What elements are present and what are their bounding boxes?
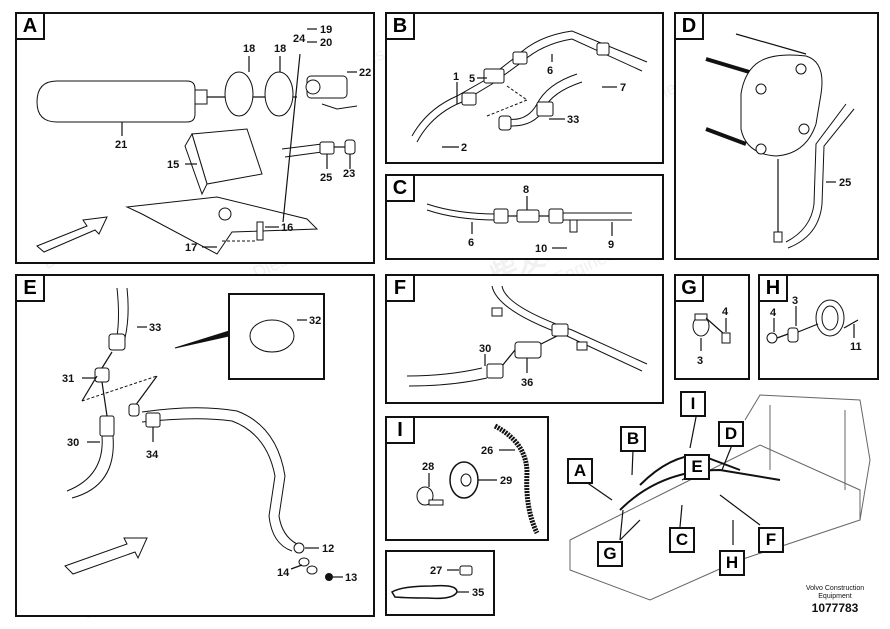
callout-25: 25	[839, 177, 851, 189]
panel-i-drawing: 28 26 29	[416, 423, 540, 535]
panel-h-drawing: 4 3 11	[766, 295, 862, 353]
panel-h: H 4 3 11	[758, 274, 879, 380]
callout-6: 6	[547, 65, 553, 77]
callout-4: 4	[770, 307, 777, 319]
panel-label: G	[676, 276, 704, 302]
callout-3: 3	[697, 355, 703, 367]
callout-15: 15	[167, 159, 179, 171]
overview-marker-b: B	[620, 426, 646, 452]
panel-label: A	[17, 14, 45, 40]
panel-kit-drawing: 27 35	[390, 565, 484, 600]
callout-32: 32	[309, 315, 321, 327]
panel-e-drawing: 33 32 31 30 34 12 14 13	[62, 287, 357, 584]
overview-marker-e: E	[684, 454, 710, 480]
overview-marker-d: D	[718, 421, 744, 447]
callout-22: 22	[359, 67, 371, 79]
panel-label: H	[760, 276, 788, 302]
overview-marker-h: H	[719, 550, 745, 576]
callout-35: 35	[472, 587, 484, 599]
panel-g: G 4 3	[674, 274, 750, 380]
panel-label: C	[387, 176, 415, 202]
callout-33: 33	[149, 322, 161, 334]
callout-10: 10	[535, 243, 547, 255]
panel-label: I	[387, 418, 415, 444]
callout-14: 14	[277, 567, 290, 579]
panel-a-drawing: 21 18 18 24 19 20 22 15 25 23 16 17	[36, 24, 371, 255]
callout-2: 2	[461, 142, 467, 154]
callout-33: 33	[567, 114, 579, 126]
panel-c-drawing: 8 6 10 9	[426, 184, 632, 255]
panel-g-drawing: 4 3	[692, 306, 731, 367]
callout-1: 1	[453, 71, 459, 83]
panel-b: B 1 5 6 7 33 2	[385, 12, 664, 164]
panel-kit: 27 35	[385, 550, 495, 616]
panel-i: I 28 26 29	[385, 416, 549, 541]
panel-e: E 33 32 31	[15, 274, 375, 617]
callout-11: 11	[850, 341, 862, 353]
callout-16: 16	[281, 222, 293, 234]
panel-label: F	[387, 276, 415, 302]
callout-20: 20	[320, 37, 332, 49]
callout-30: 30	[479, 343, 491, 355]
panel-d-drawing: 25	[705, 33, 855, 249]
callout-13: 13	[345, 572, 357, 584]
credit-line2: Equipment	[818, 593, 852, 600]
overview-marker-i: I	[680, 391, 706, 417]
callout-5: 5	[469, 73, 475, 85]
overview-marker-a: A	[567, 458, 593, 484]
callout-6: 6	[468, 237, 474, 249]
panel-label: E	[17, 276, 45, 302]
overview-marker-c: C	[669, 527, 695, 553]
panel-f-drawing: 30 36	[406, 285, 648, 389]
callout-24: 24	[293, 33, 306, 45]
panel-b-drawing: 1 5 6 7 33 2	[411, 30, 648, 154]
panel-label: D	[676, 14, 704, 40]
callout-7: 7	[620, 82, 626, 94]
callout-25: 25	[320, 172, 332, 184]
callout-27: 27	[430, 565, 442, 577]
panel-label: B	[387, 14, 415, 40]
panel-f: F 30 36	[385, 274, 664, 404]
callout-26: 26	[481, 445, 493, 457]
credit-block: Volvo Construction Equipment 1077783	[790, 585, 880, 615]
callout-28: 28	[422, 461, 434, 473]
panel-d: D 25	[674, 12, 879, 260]
callout-23: 23	[343, 168, 355, 180]
callout-3: 3	[792, 295, 798, 307]
overview-marker-g: G	[597, 541, 623, 567]
callout-21: 21	[115, 139, 127, 151]
callout-17: 17	[185, 242, 197, 254]
callout-18: 18	[274, 43, 286, 55]
callout-9: 9	[608, 239, 614, 251]
overview-marker-f: F	[758, 527, 784, 553]
callout-12: 12	[322, 543, 334, 555]
callout-36: 36	[521, 377, 533, 389]
callout-19: 19	[320, 24, 332, 36]
callout-4: 4	[722, 306, 729, 318]
panel-c: C 8 6 10 9	[385, 174, 664, 260]
callout-8: 8	[523, 184, 529, 196]
callout-29: 29	[500, 475, 512, 487]
callout-18: 18	[243, 43, 255, 55]
credit-line1: Volvo Construction	[805, 585, 865, 592]
callout-31: 31	[62, 373, 74, 385]
drawing-id: 1077783	[811, 601, 859, 615]
panel-a: A	[15, 12, 375, 264]
callout-34: 34	[146, 449, 159, 461]
callout-30: 30	[67, 437, 79, 449]
